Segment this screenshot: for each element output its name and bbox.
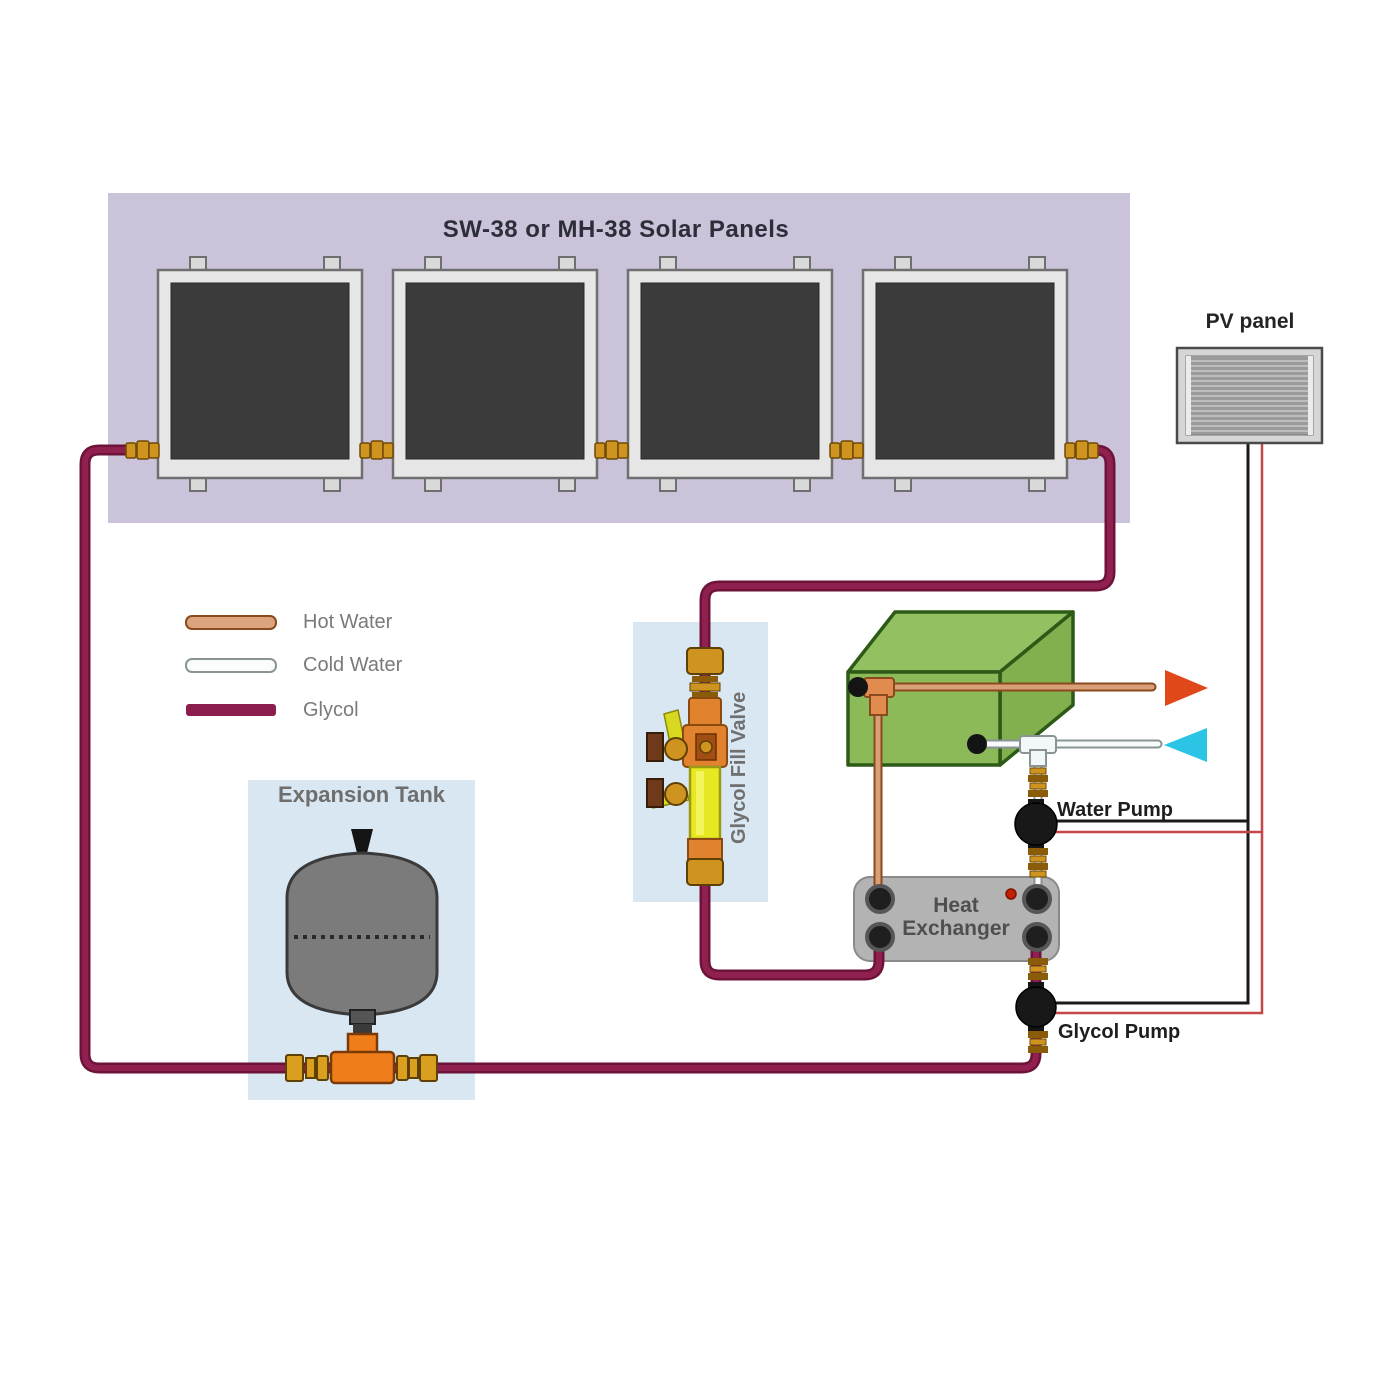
tee-fitting	[329, 1050, 396, 1085]
hot-port-dot	[848, 677, 868, 697]
pv-wiring	[1052, 443, 1264, 1015]
valve-stem	[664, 737, 688, 761]
hot-water-arrow-icon	[1165, 670, 1208, 706]
legend-label-hot-water: Hot Water	[303, 611, 393, 633]
tank-valve-nub	[351, 829, 373, 857]
indicator-dot	[1005, 888, 1017, 900]
water-pump	[1014, 767, 1058, 878]
water-pump-label: Water Pump	[1057, 799, 1173, 821]
pv-panel-label: PV panel	[1205, 310, 1295, 333]
hot-water-piping	[848, 677, 1157, 899]
solar-panel	[156, 256, 364, 492]
heat-exchanger-ports	[865, 884, 1052, 952]
cold-water-swatch	[185, 658, 277, 673]
valve-cap	[646, 778, 664, 808]
solar-panel	[391, 256, 599, 492]
positive-wire	[1054, 443, 1264, 1015]
legend-swatches	[185, 615, 277, 716]
glycol-pump-label: Glycol Pump	[1058, 1021, 1181, 1043]
heat-exchanger-label: Heat Exchanger	[902, 894, 1010, 940]
solar-array-title: SW-38 or MH-38 Solar Panels	[442, 216, 790, 243]
panel-union-fittings	[125, 440, 1099, 460]
valve-stem	[664, 782, 688, 806]
hot-water-swatch	[185, 615, 277, 630]
solar-panel	[626, 256, 834, 492]
glycol-fill-valve-label: Glycol Fill Valve	[728, 691, 750, 845]
solar-panel	[861, 256, 1069, 492]
glycol-fill-valve	[646, 647, 728, 886]
pv-panel	[1175, 346, 1324, 445]
expansion-tank-label: Expansion Tank	[277, 782, 446, 807]
glycol-swatch	[186, 704, 276, 716]
sight-glass	[688, 765, 722, 841]
negative-wire	[1052, 443, 1250, 1005]
cold-port-dot	[967, 734, 987, 754]
glycol-pump	[1015, 958, 1057, 1053]
solar-panel-array	[125, 256, 1099, 492]
expansion-tank	[285, 829, 439, 1085]
cold-water-arrow-icon	[1164, 728, 1207, 762]
legend-label-glycol: Glycol	[303, 699, 359, 721]
valve-cap	[646, 732, 664, 762]
legend-label-cold-water: Cold Water	[303, 654, 403, 676]
